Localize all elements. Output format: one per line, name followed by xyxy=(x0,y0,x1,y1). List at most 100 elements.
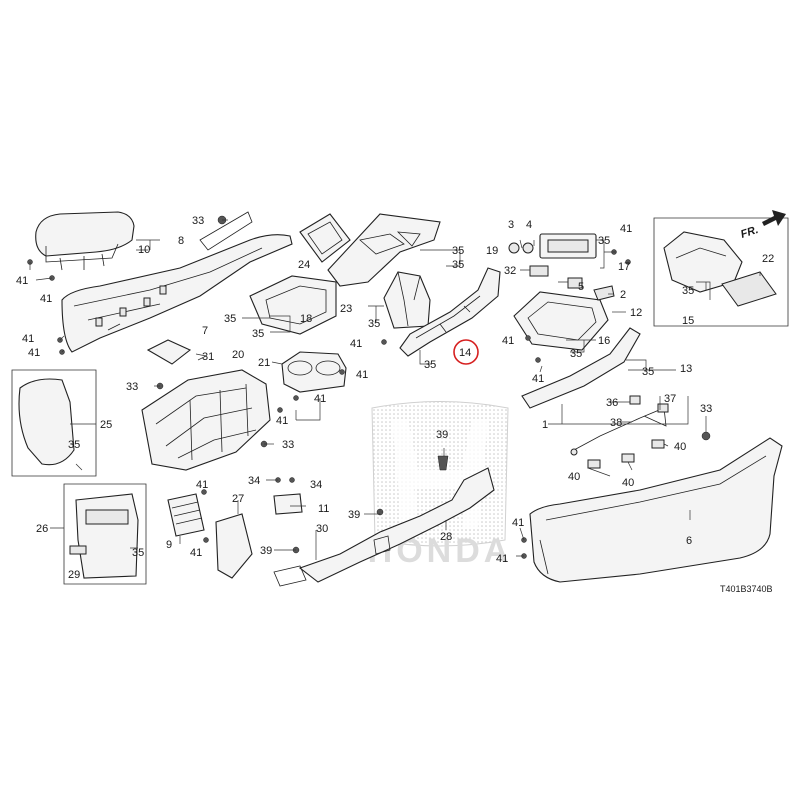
part-vent-duct-small[interactable] xyxy=(215,513,253,579)
callout-33-a[interactable]: 33 xyxy=(192,215,204,227)
part-small-tray[interactable] xyxy=(146,339,192,365)
callout-34-a[interactable]: 34 xyxy=(248,475,260,487)
callout-16[interactable]: 16 xyxy=(598,335,610,347)
callout-40-c[interactable]: 40 xyxy=(622,477,634,489)
callout-11[interactable]: 11 xyxy=(318,503,329,515)
callout-41-l[interactable]: 41 xyxy=(502,335,514,347)
part-rear-duct[interactable] xyxy=(273,467,495,587)
callout-39-a[interactable]: 39 xyxy=(348,509,360,521)
leader-lines xyxy=(29,219,761,560)
callout-37[interactable]: 37 xyxy=(664,393,676,405)
callout-41-n[interactable]: 41 xyxy=(512,517,524,529)
callout-27[interactable]: 27 xyxy=(232,493,244,505)
part-bezel-frame[interactable] xyxy=(299,213,351,263)
callout-29[interactable]: 29 xyxy=(68,569,80,581)
callout-8[interactable]: 8 xyxy=(178,235,184,247)
callout-39-c[interactable]: 39 xyxy=(436,429,448,441)
callout-19[interactable]: 19 xyxy=(486,245,498,257)
part-large-side-panel[interactable] xyxy=(529,437,783,583)
callout-33-b[interactable]: 33 xyxy=(126,381,138,393)
callout-12[interactable]: 12 xyxy=(630,307,642,319)
callout-38[interactable]: 38 xyxy=(610,417,622,429)
callout-35-b[interactable]: 35 xyxy=(452,259,464,271)
part-bracket-box[interactable] xyxy=(653,217,789,327)
callout-35-c[interactable]: 35 xyxy=(368,318,380,330)
callout-41-k[interactable]: 41 xyxy=(620,223,632,235)
callout-35-a[interactable]: 35 xyxy=(452,245,464,257)
callout-2[interactable]: 2 xyxy=(620,289,626,301)
callout-41-e[interactable]: 41 xyxy=(350,338,362,350)
part-clip-39[interactable] xyxy=(437,455,449,471)
callout-23[interactable]: 23 xyxy=(340,303,352,315)
callout-13[interactable]: 13 xyxy=(680,363,692,375)
callout-1[interactable]: 1 xyxy=(542,419,548,431)
callout-32[interactable]: 32 xyxy=(504,265,516,277)
part-rear-panel-box[interactable] xyxy=(63,483,147,585)
callout-41-i[interactable]: 41 xyxy=(196,479,208,491)
callout-35-f[interactable]: 35 xyxy=(424,359,436,371)
callout-35-d[interactable]: 35 xyxy=(224,313,236,325)
callout-35-l[interactable]: 35 xyxy=(682,285,694,297)
callout-14[interactable]: 14 xyxy=(459,347,471,359)
callout-41-a[interactable]: 41 xyxy=(16,275,28,287)
callout-7[interactable]: 7 xyxy=(202,325,208,337)
callout-10[interactable]: 10 xyxy=(138,244,150,256)
callout-3[interactable]: 3 xyxy=(508,219,514,231)
part-armrest-lid[interactable] xyxy=(35,211,135,271)
callout-18[interactable]: 18 xyxy=(300,313,312,325)
callout-15[interactable]: 15 xyxy=(682,315,694,327)
callout-34-b[interactable]: 34 xyxy=(310,479,322,491)
callout-22[interactable]: 22 xyxy=(762,253,774,265)
part-console-side-panel[interactable] xyxy=(61,211,293,353)
callout-41-o[interactable]: 41 xyxy=(496,553,508,565)
callout-6[interactable]: 6 xyxy=(686,535,692,547)
part-bracket-11[interactable] xyxy=(273,493,303,515)
callout-35-h[interactable]: 35 xyxy=(132,547,144,559)
part-console-main-body[interactable] xyxy=(141,369,271,471)
callout-36[interactable]: 36 xyxy=(606,397,618,409)
callout-35-i[interactable]: 35 xyxy=(598,235,610,247)
callout-41-j[interactable]: 41 xyxy=(190,547,202,559)
callout-31[interactable]: 31 xyxy=(202,351,214,363)
part-shift-panel[interactable] xyxy=(327,213,441,287)
callout-35-k[interactable]: 35 xyxy=(642,366,654,378)
callout-41-f[interactable]: 41 xyxy=(356,369,368,381)
callout-25[interactable]: 25 xyxy=(100,419,112,431)
callout-5[interactable]: 5 xyxy=(578,281,584,293)
callout-41-g[interactable]: 41 xyxy=(314,393,326,405)
callout-33-d[interactable]: 33 xyxy=(700,403,712,415)
callout-21[interactable]: 21 xyxy=(258,357,270,369)
part-switch-panel[interactable] xyxy=(508,233,597,289)
callout-35-g[interactable]: 35 xyxy=(68,439,80,451)
callout-26[interactable]: 26 xyxy=(36,523,48,535)
callout-39-b[interactable]: 39 xyxy=(260,545,272,557)
callout-28[interactable]: 28 xyxy=(440,531,452,543)
callout-41-m[interactable]: 41 xyxy=(532,373,544,385)
callout-41-d[interactable]: 41 xyxy=(28,347,40,359)
part-rear-vent[interactable] xyxy=(167,493,205,537)
part-clips-40[interactable] xyxy=(587,439,665,469)
callout-41-h[interactable]: 41 xyxy=(276,415,288,427)
callout-4[interactable]: 4 xyxy=(526,219,532,231)
front-label: FR. xyxy=(739,224,760,241)
part-side-cover-box[interactable] xyxy=(11,369,97,477)
callout-24[interactable]: 24 xyxy=(298,259,310,271)
callout-35-j[interactable]: 35 xyxy=(570,348,582,360)
part-long-side-trim[interactable] xyxy=(521,327,641,409)
highlight-ring xyxy=(453,339,479,365)
part-upper-tray[interactable] xyxy=(249,275,337,335)
callout-40-b[interactable]: 40 xyxy=(568,471,580,483)
part-cup-holder[interactable] xyxy=(281,351,347,393)
callout-33-c[interactable]: 33 xyxy=(282,439,294,451)
callout-40-a[interactable]: 40 xyxy=(674,441,686,453)
callout-20[interactable]: 20 xyxy=(232,349,244,361)
callout-35-e[interactable]: 35 xyxy=(252,328,264,340)
callout-41-b[interactable]: 41 xyxy=(40,293,52,305)
part-shift-boot[interactable] xyxy=(383,271,431,329)
callout-9[interactable]: 9 xyxy=(166,539,172,551)
callout-30[interactable]: 30 xyxy=(316,523,328,535)
callout-17[interactable]: 17 xyxy=(618,261,630,273)
callout-41-c[interactable]: 41 xyxy=(22,333,34,345)
part-tray-bracket[interactable] xyxy=(513,285,615,351)
part-center-trim-strip[interactable] xyxy=(399,267,501,357)
